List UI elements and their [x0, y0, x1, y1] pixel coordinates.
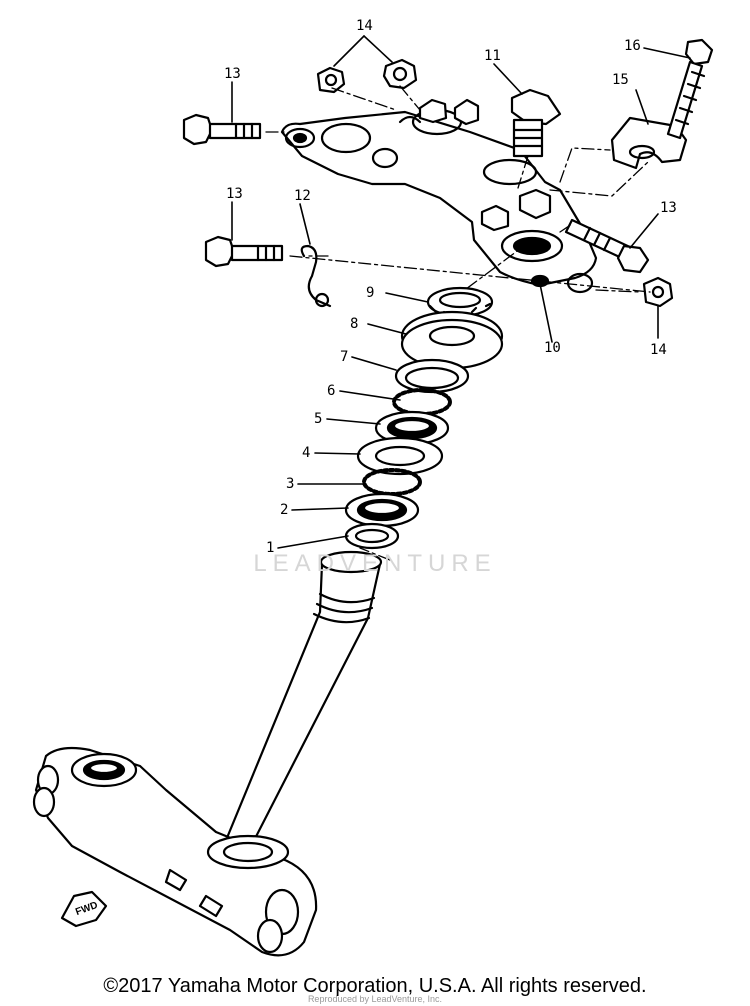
callout-5: 5 [314, 411, 322, 427]
leader-lines [231, 35, 691, 549]
callout-1: 1 [266, 540, 274, 556]
nut-part-14-top-b [382, 58, 418, 90]
bolt-part-16 [666, 38, 714, 140]
callout-13-right: 13 [660, 200, 677, 216]
callout-13-top: 13 [224, 66, 241, 82]
bolt-part-13-mid-left [204, 235, 284, 268]
assembly-lines [265, 85, 651, 561]
callout-6: 6 [327, 383, 335, 399]
bolt-part-13-right [564, 218, 650, 274]
callout-11: 11 [484, 48, 501, 64]
steering-stem [220, 550, 383, 862]
washer-part-8 [400, 310, 504, 370]
bearing-race-part-2 [344, 492, 420, 528]
fwd-arrow-icon [60, 890, 108, 928]
callout-numbers: 14 13 11 16 15 13 12 13 9 8 10 14 7 6 5 … [224, 18, 677, 556]
callout-14-top: 14 [356, 18, 373, 34]
callout-16: 16 [624, 38, 641, 54]
callout-10: 10 [544, 340, 561, 356]
callout-15: 15 [612, 72, 629, 88]
copyright-footer: ©2017 Yamaha Motor Corporation, U.S.A. A… [103, 975, 647, 997]
bolt-part-13-top-left [182, 113, 262, 146]
callout-3: 3 [286, 476, 294, 492]
callout-13-mid: 13 [226, 186, 243, 202]
callout-9: 9 [366, 285, 374, 301]
reproduced-note: Reproduced by LeadVenture, Inc. [307, 994, 443, 1004]
callout-8: 8 [350, 316, 358, 332]
dust-seal-part-1 [344, 522, 400, 550]
cable-guide-part-12 [300, 244, 332, 308]
callout-4: 4 [302, 445, 310, 461]
bearing-cover-part-7 [394, 358, 470, 394]
callout-2: 2 [280, 502, 288, 518]
bearing-race-part-4 [356, 436, 444, 476]
handlebar-holder-part-15 [610, 116, 688, 170]
callout-7: 7 [340, 349, 348, 365]
bolt-part-11 [510, 88, 562, 158]
nut-part-14-right [642, 276, 674, 308]
upper-bracket [280, 98, 598, 294]
nut-part-14-top-a [316, 66, 346, 94]
ball-bearing-part-6 [392, 388, 452, 416]
callout-14-right: 14 [650, 342, 667, 358]
callout-12: 12 [294, 188, 311, 204]
under-bracket [32, 746, 318, 957]
